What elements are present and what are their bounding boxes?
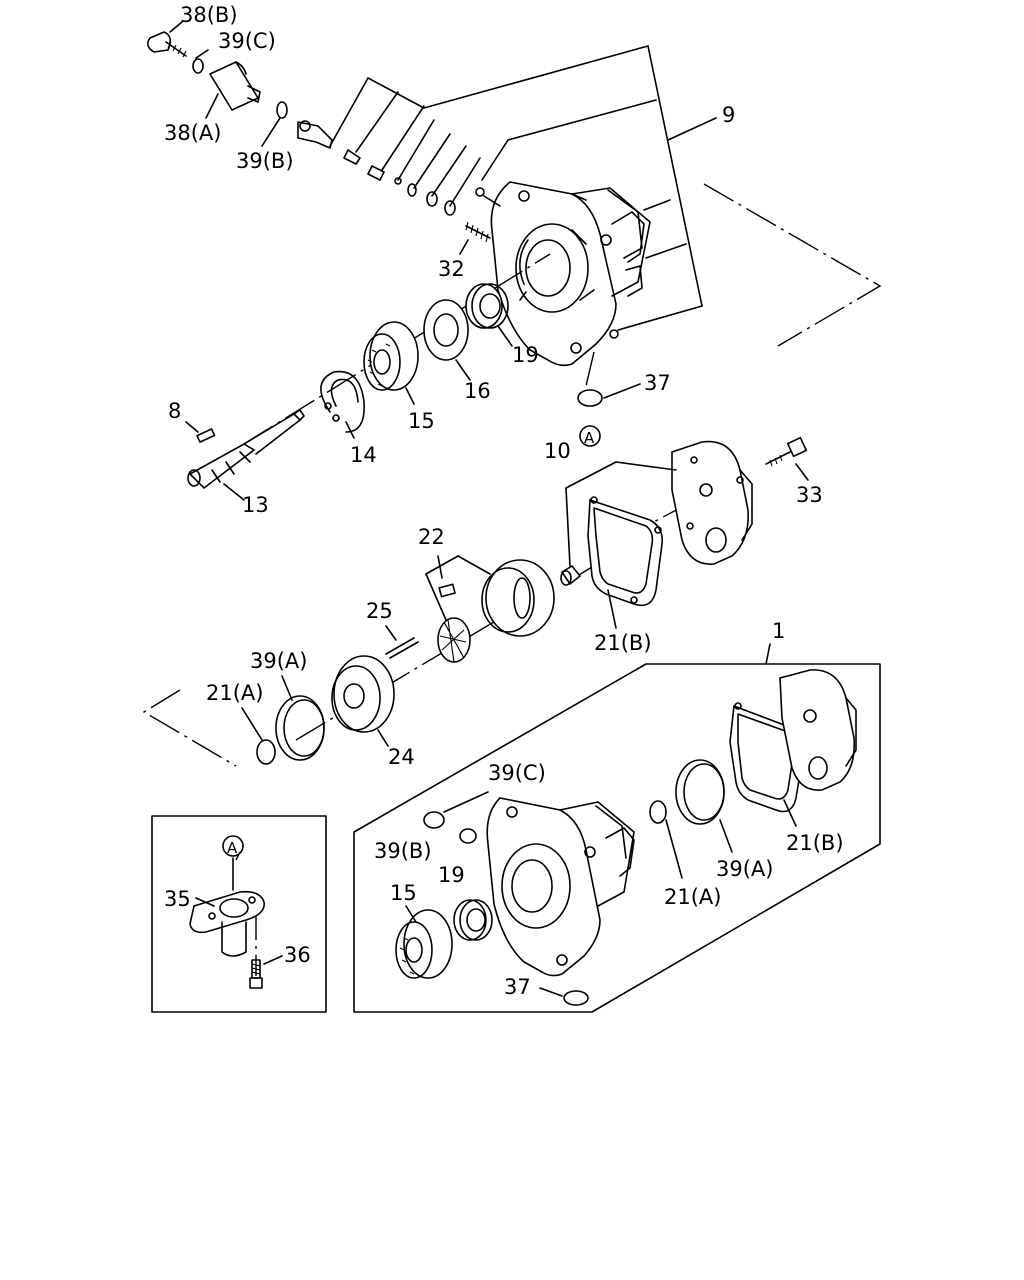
bolt-33 (765, 436, 809, 481)
label-39a-kit: 39(A) (716, 857, 773, 881)
ref-a-top (579, 425, 601, 447)
label-1: 1 (772, 619, 785, 643)
label-32: 32 (438, 257, 465, 281)
valve-stack (297, 120, 456, 216)
fitting-38b (146, 31, 187, 58)
side-plate-24 (331, 655, 395, 747)
label-16: 16 (464, 379, 491, 403)
vane-22 (425, 555, 491, 621)
cover-plate-kit (779, 669, 857, 791)
label-37-top: 37 (644, 371, 671, 395)
snap-ring-14 (320, 370, 365, 439)
rotor (437, 617, 471, 663)
label-15-kit: 15 (390, 881, 417, 905)
o-ring-37-top (577, 389, 603, 407)
pin-25 (385, 625, 419, 659)
gasket-21b-mid (587, 496, 664, 629)
leader-lines-top (169, 21, 717, 331)
bearing-15-kit (395, 905, 453, 979)
label-14: 14 (350, 443, 377, 467)
label-39b-kit: 39(B) (374, 839, 432, 863)
label-38a: 38(A) (164, 121, 221, 145)
label-38b: 38(B) (180, 3, 238, 27)
seal-39a-kit (675, 759, 733, 853)
bearing-19-top (465, 283, 513, 347)
label-39c-kit: 39(C) (488, 761, 546, 785)
cover-plate-10 (671, 440, 753, 565)
shaft-13 (187, 409, 305, 501)
key-8 (185, 421, 216, 443)
label-36: 36 (284, 943, 311, 967)
label-39c-top: 39(C) (218, 29, 276, 53)
label-15-top: 15 (408, 409, 435, 433)
bushing-small (560, 564, 582, 586)
fitting-38a (209, 61, 261, 111)
label-9: 9 (722, 103, 735, 127)
pump-housing (490, 181, 651, 367)
label-a-inset: A (227, 839, 238, 857)
label-21a-mid: 21(A) (206, 681, 263, 705)
label-10: 10 (544, 439, 571, 463)
label-19-kit: 19 (438, 863, 465, 887)
label-25: 25 (366, 599, 393, 623)
label-13: 13 (242, 493, 269, 517)
kit-housing (486, 797, 635, 977)
spring-32 (459, 221, 491, 255)
snap-ring-21a-mid (241, 707, 276, 765)
label-21b-kit: 21(B) (786, 831, 844, 855)
pin-small-2 (609, 329, 619, 339)
label-21a-kit: 21(A) (664, 885, 721, 909)
bearing-15-top (363, 321, 419, 405)
pin-small-1 (475, 187, 485, 197)
inset-box (151, 815, 327, 1013)
washer-39c-top (192, 58, 204, 74)
bearing-19-kit (453, 899, 493, 941)
kit-box-1 (353, 643, 881, 1013)
pump-ring (481, 559, 555, 637)
label-35: 35 (164, 887, 191, 911)
washer-39b-kit (459, 828, 477, 844)
washer-39c-kit (423, 811, 445, 829)
label-39a-mid: 39(A) (250, 649, 307, 673)
label-21b-mid: 21(B) (594, 631, 652, 655)
label-24: 24 (388, 745, 415, 769)
label-39b-top: 39(B) (236, 149, 294, 173)
label-37-kit: 37 (504, 975, 531, 999)
o-ring-37-kit (563, 990, 589, 1006)
part-labels: 38(B) 39(C) 38(A) 39(B) 9 32 19 37 16 15… (164, 3, 844, 999)
snap-ring-21a-kit (649, 800, 683, 879)
shim-16 (423, 299, 471, 381)
label-8: 8 (168, 399, 181, 423)
washer-39b-top (276, 101, 288, 119)
seal-39a-mid (275, 675, 325, 761)
label-a-top: A (584, 429, 595, 447)
label-22: 22 (418, 525, 445, 549)
label-33: 33 (796, 483, 823, 507)
label-19-top: 19 (512, 343, 539, 367)
